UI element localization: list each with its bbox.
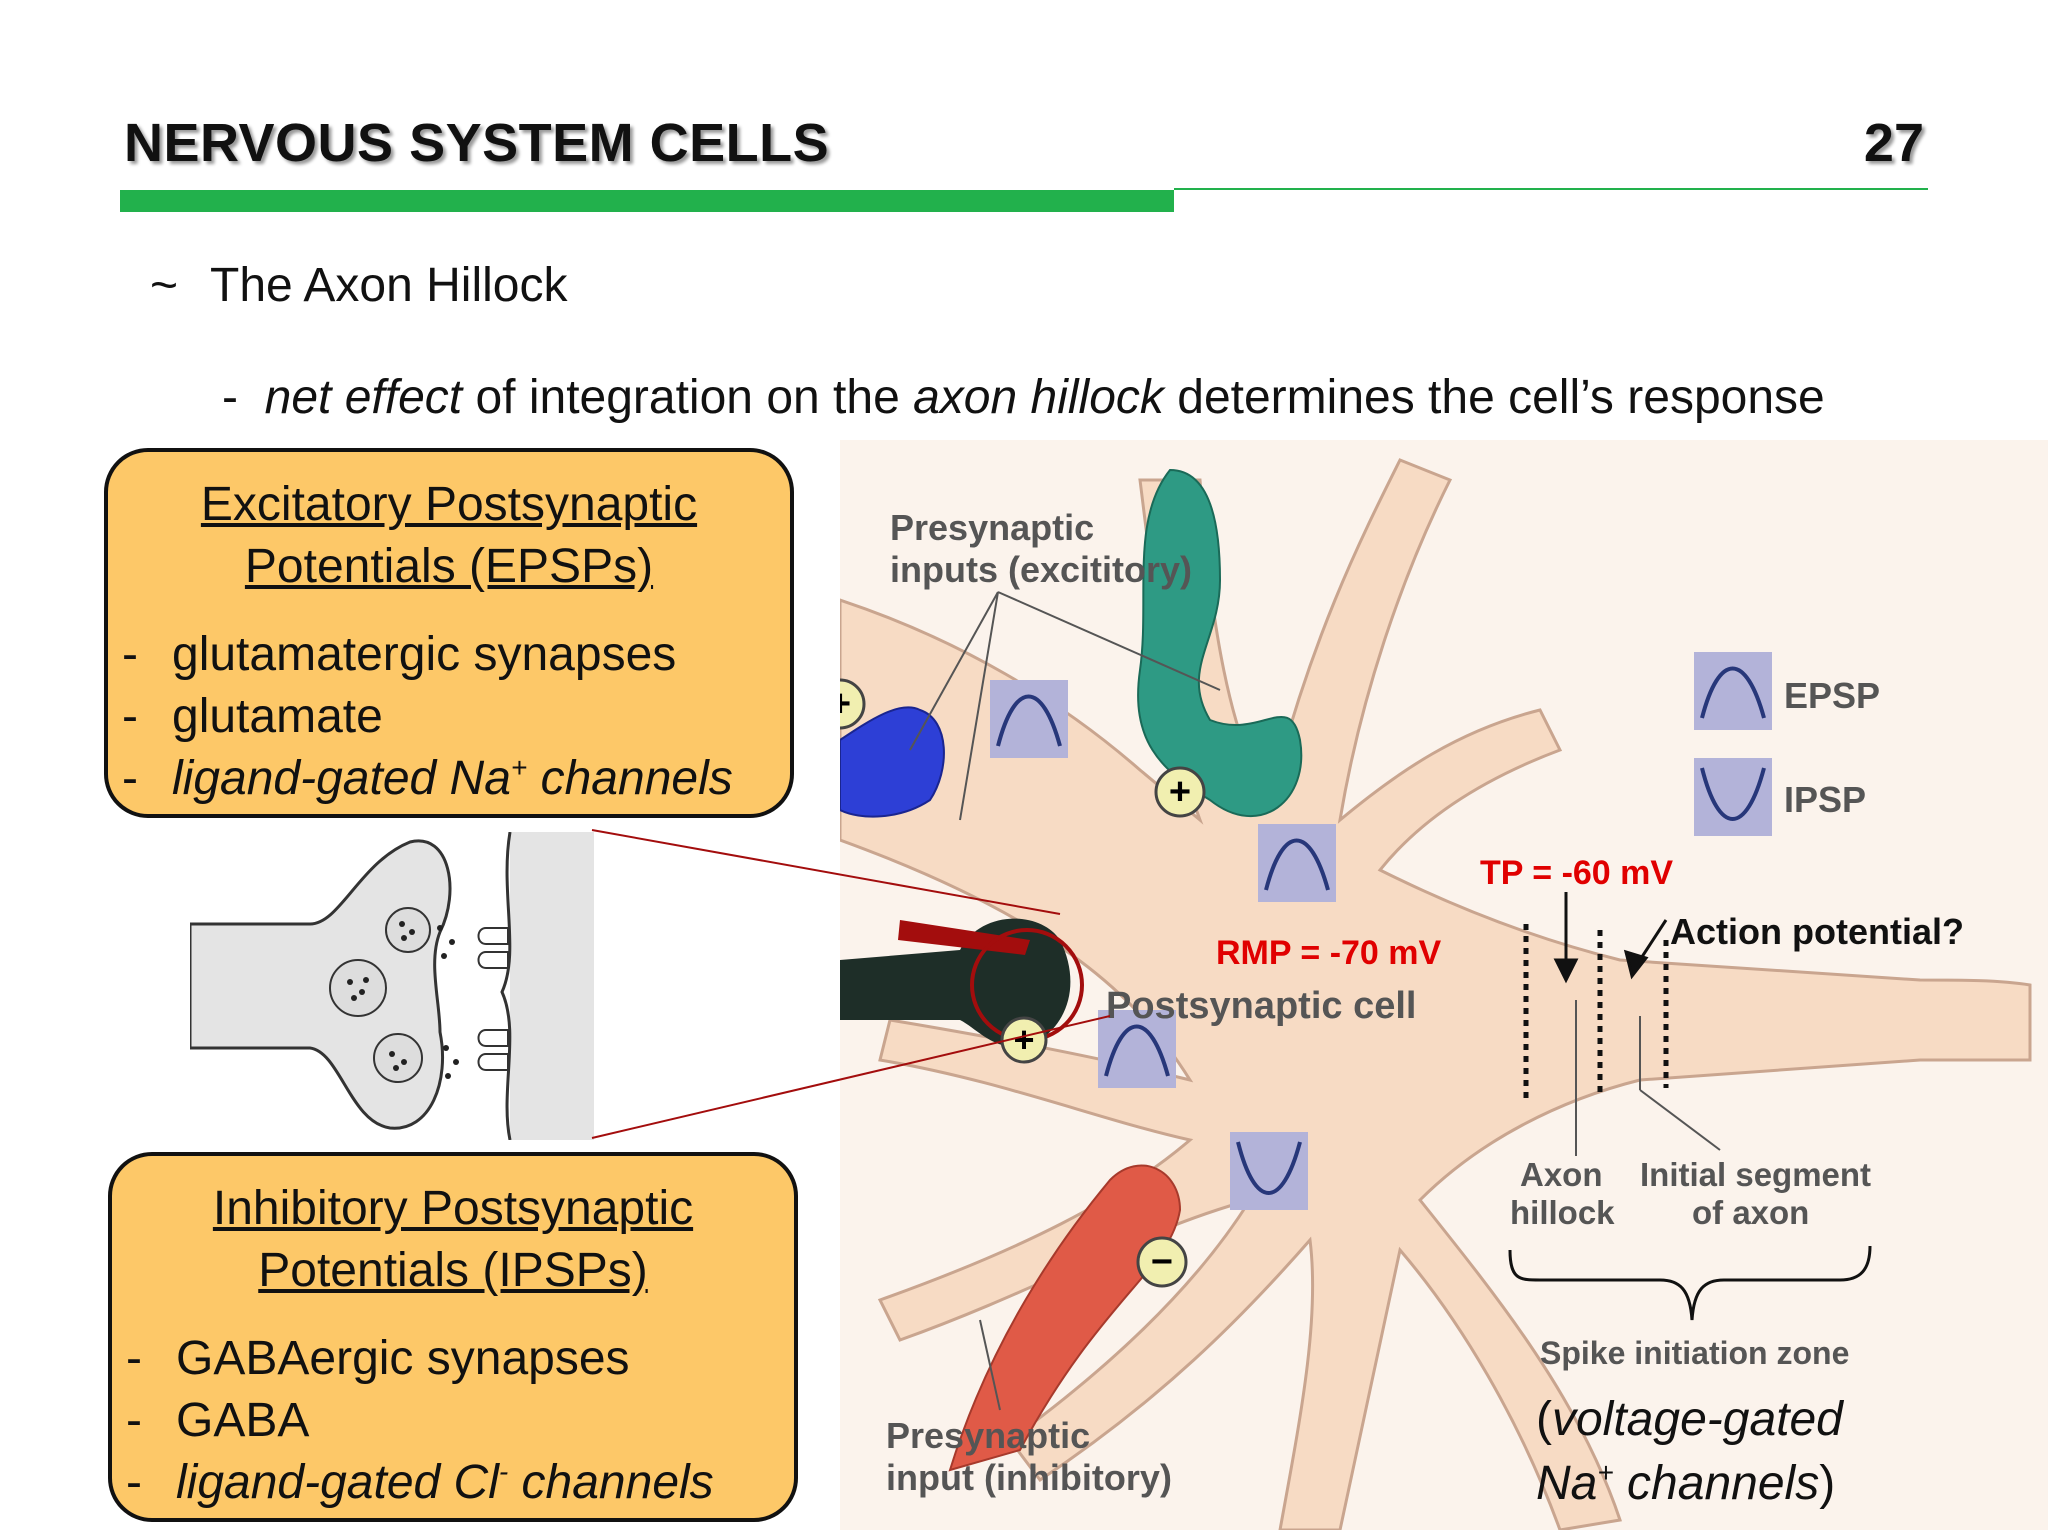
label-tp: TP = -60 mV [1480,854,1673,892]
bullet-text-part: determines the cell’s response [1163,371,1825,424]
ipsp-info-box: Inhibitory Postsynaptic Potentials (IPSP… [108,1152,798,1522]
voltage-gated-note: (voltage-gated Na+ channels) [1536,1388,1843,1516]
slide-title: NERVOUS SYSTEM CELLS [124,113,830,173]
epsp-heading-line1: Excitatory Postsynaptic [200,478,698,531]
label-action-potential: Action potential? [1670,911,1964,952]
vesicle [373,1033,423,1083]
emphasis-net-effect: net effect [264,371,463,424]
superscript: + [1597,1457,1614,1488]
legend-ipsp-label: IPSP [1784,779,1866,820]
bullet-text: The Axon Hillock [210,259,568,312]
zoom-lines [591,829,1110,1139]
label-presynaptic-inhibitory: Presynaptic [886,1415,1090,1456]
vesicle [329,959,387,1017]
label-initial-segment: of axon [1692,1194,1809,1231]
ipsp-heading-line2: Potentials (IPSPs) [258,1244,648,1297]
list-item-text: channels [508,1456,714,1509]
ipsp-heading-line1: Inhibitory Postsynaptic [212,1182,694,1235]
list-item: -ligand-gated Cl- channels [126,1456,714,1509]
plus-circle: + [840,678,866,730]
label-spike-initiation-zone: Spike initiation zone [1540,1335,1849,1371]
vesicle [385,907,431,953]
label-axon-hillock: hillock [1510,1194,1615,1231]
label-initial-segment: Initial segment [1640,1156,1871,1193]
minus-sign: − [1151,1241,1173,1283]
list-item: -glutamate [122,690,383,743]
list-item-text: ligand-gated Cl [176,1456,499,1509]
page-number: 27 [1863,113,1924,173]
note-text: Na [1536,1457,1598,1510]
list-item: -GABAergic synapses [126,1332,630,1385]
title-underline-thick [120,190,1174,212]
arrows [1553,892,1668,984]
list-item-text: GABAergic synapses [176,1332,630,1385]
epsp-symbol [1098,1010,1176,1088]
note-text: channels [1613,1457,1820,1510]
dark-terminal-stripe [898,920,1030,955]
minus-circle: − [1136,1236,1188,1288]
plus-sign: + [840,683,851,725]
postsynaptic-membrane [500,832,512,1140]
legend-epsp: EPSP [1694,652,1880,730]
epsp-symbol [990,680,1068,758]
legend-epsp-label: EPSP [1784,675,1880,716]
postsynaptic-membrane-region [510,832,594,1140]
spike-zone-brace [1508,1245,1872,1321]
superscript: + [510,752,528,783]
plus-sign: + [1169,771,1191,813]
list-item-text: glutamate [172,690,383,743]
list-item: -glutamatergic synapses [122,628,677,681]
zoom-line-bottom [591,1015,1110,1139]
inhibitory-terminal-red [948,1164,1182,1472]
emphasis-axon-hillock: axon hillock [913,371,1164,424]
label-axon-hillock: Axon [1520,1156,1603,1193]
list-item-text: glutamatergic synapses [172,628,677,681]
note-paren: ( [1536,1393,1552,1446]
bullet-level1: ~ The Axon Hillock [150,258,568,313]
synapse-inset [190,832,594,1140]
note-line2: Na+ channels) [1536,1452,1843,1516]
receptors [477,927,509,1071]
title-underline-thin [1174,188,1928,190]
list-item: -ligand-gated Na+ channels [122,752,733,805]
neuron-diagram: + + + − EPSP IPSP [840,440,2048,1530]
note-line1: (voltage-gated [1536,1388,1843,1452]
list-item-text: GABA [176,1394,310,1447]
zoom-line-top [591,829,1061,915]
epsp-info-box: Excitatory Postsynaptic Potentials (EPSP… [104,448,794,818]
label-postsynaptic-cell: Postsynaptic cell [1106,985,1416,1027]
plus-sign: + [1013,1019,1034,1060]
excitatory-terminal-green [1137,468,1303,818]
superscript: - [498,1456,509,1487]
leader-lines [909,591,1721,1411]
label-presynaptic-inhibitory: input (inhibitory) [886,1457,1172,1498]
label-rmp: RMP = -70 mV [1216,934,1442,972]
neurotransmitter-dots [347,921,459,1079]
legend-ipsp: IPSP [1694,758,1866,836]
ipsp-symbol [1230,1132,1308,1210]
epsp-symbol [1258,824,1336,902]
plus-circle: + [1154,766,1206,818]
note-paren: ) [1819,1457,1836,1510]
bullet-marker: - [222,371,238,424]
ipsp-list: -GABAergic synapses -GABA -ligand-gated … [126,1328,714,1514]
list-item-text: ligand-gated Na [172,752,511,805]
epsp-list: -glutamatergic synapses -glutamate -liga… [122,624,733,810]
bullet-marker: ~ [150,259,179,312]
label-presynaptic-excitatory: Presynaptic [890,507,1094,548]
label-presynaptic-excitatory: inputs (excititory) [890,549,1192,590]
plus-circle: + [1000,1016,1048,1064]
note-text: voltage-gated [1551,1393,1843,1446]
epsp-heading-line2: Potentials (EPSPs) [244,540,654,593]
bullet-level2: - net effect of integration on the axon … [222,370,1825,425]
bullet-text-part: of integration on the [462,371,914,424]
list-item-text: channels [527,752,733,805]
list-item: -GABA [126,1394,310,1447]
